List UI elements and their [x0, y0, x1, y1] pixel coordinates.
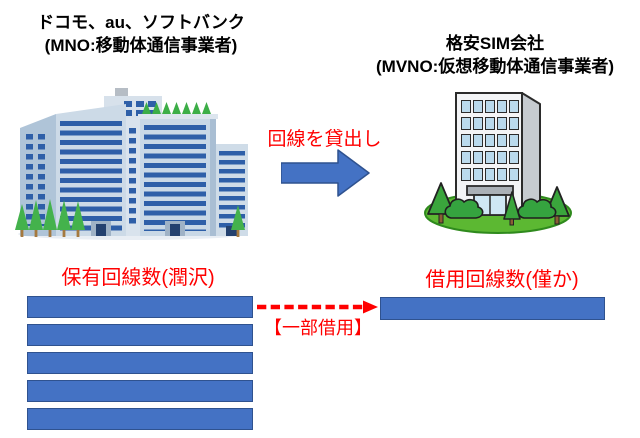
mvno-title-line1: 格安SIM会社 [445, 34, 545, 53]
line-bar [27, 296, 253, 318]
entrance-awning [466, 185, 514, 196]
line-bar [27, 352, 253, 374]
mvno-line-bars [380, 297, 605, 320]
dashed-right-arrow-icon [257, 300, 378, 314]
roof-trees [142, 102, 211, 114]
mvno-building-illustration-icon [424, 92, 572, 234]
mno-bars-label: 保有回線数(潤沢) [61, 267, 215, 289]
entrances [91, 221, 185, 236]
mvno-bars-label: 借用回線数(僅か) [425, 269, 579, 291]
mno-title: ドコモ、au、ソフトバンク (MNO:移動体通信事業者) [16, 11, 266, 57]
mno-title-line2: (MNO:移動体通信事業者) [44, 36, 238, 55]
ground-trees [15, 199, 245, 237]
mno-title-line1: ドコモ、au、ソフトバンク [37, 13, 245, 32]
lend-arrow-label: 回線を貸出し [267, 129, 382, 150]
right-bush [517, 198, 557, 219]
right-block-arrow-icon [281, 149, 370, 197]
center-tower [138, 102, 218, 236]
borrow-label: 【一部借用】 [264, 318, 372, 338]
left-bush [444, 198, 484, 219]
line-bar [27, 408, 253, 430]
line-bar [380, 297, 605, 320]
mno-line-bars [27, 296, 253, 430]
left-tower [20, 104, 126, 236]
building-side-face [521, 92, 541, 216]
mno-building-illustration-icon [15, 88, 248, 240]
line-bar [27, 324, 253, 346]
right-tower [216, 144, 248, 236]
mvno-title-line2: (MVNO:仮想移動体通信事業者) [376, 57, 614, 76]
line-bar [27, 380, 253, 402]
window-grid [461, 100, 519, 181]
mvno-title: 格安SIM会社 (MVNO:仮想移動体通信事業者) [352, 32, 638, 78]
recessed-strip [126, 118, 140, 236]
small-tree [503, 191, 521, 226]
